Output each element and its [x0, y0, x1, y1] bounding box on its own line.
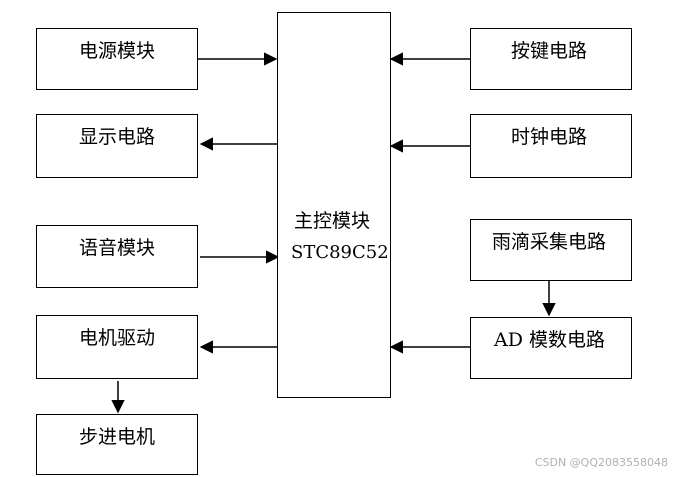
voice-module-block — [36, 225, 198, 288]
display-circuit-block — [36, 114, 198, 178]
ad-convert-circuit-label: AD 模数电路 — [494, 329, 605, 351]
main-controller-model: STC89C52 — [291, 242, 389, 263]
key-circuit-block — [470, 28, 632, 90]
rain-collect-circuit-block — [470, 219, 632, 281]
ad-convert-circuit-block — [470, 317, 632, 379]
main-controller-block — [277, 12, 391, 398]
stepper-motor-block — [36, 414, 198, 475]
main-controller-label: 主控模块 — [294, 210, 371, 232]
rain-collect-circuit-label: 雨滴采集电路 — [492, 231, 607, 253]
watermark: CSDN @QQ2083558048 — [534, 456, 668, 469]
voice-module-label: 语音模块 — [79, 237, 156, 259]
motor-driver-block — [36, 315, 198, 379]
clock-circuit-block — [470, 114, 632, 178]
clock-circuit-label: 时钟电路 — [511, 126, 588, 148]
power-module-label: 电源模块 — [79, 40, 156, 62]
stepper-motor-label: 步进电机 — [79, 426, 156, 448]
motor-driver-label: 电机驱动 — [79, 327, 156, 349]
display-circuit-label: 显示电路 — [79, 126, 156, 148]
key-circuit-label: 按键电路 — [511, 40, 588, 62]
power-module-block — [36, 28, 198, 90]
